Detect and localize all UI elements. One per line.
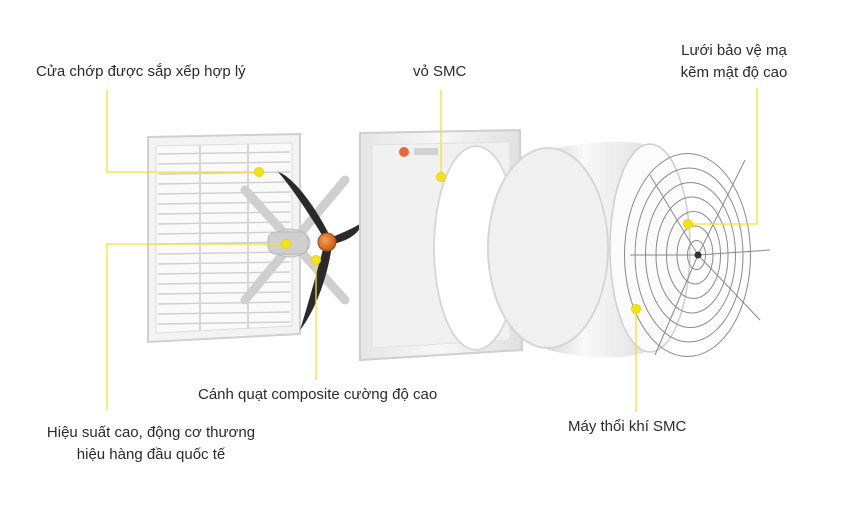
shell-label: vỏ SMC — [413, 63, 467, 80]
guard-ring — [624, 153, 751, 357]
callout-dots — [254, 167, 693, 314]
cone-label: Máy thổi khí SMC — [568, 418, 687, 435]
blade-label: Cánh quạt composite cường độ cao — [198, 386, 438, 403]
louver-slat — [157, 151, 291, 155]
louver-label: Cửa chớp được sắp xếp hợp lý — [36, 63, 246, 80]
cone-icon — [487, 141, 691, 358]
guard-label-line2: kẽm mật độ cao — [680, 64, 788, 81]
louver-slat — [157, 171, 291, 175]
guard-spoke — [697, 254, 761, 321]
louver-slat — [157, 311, 291, 315]
guard-spoke — [654, 254, 699, 356]
louver-slat — [157, 251, 291, 255]
louver-slat — [157, 191, 291, 195]
wire-guard-icon — [624, 153, 771, 357]
guard-spoke — [697, 159, 746, 256]
motor-label-line1: Hiệu suất cao, động cơ thương — [46, 424, 256, 441]
guard-spoke — [697, 249, 771, 256]
callout-lines — [106, 88, 758, 412]
motor-label: Hiệu suất cao, động cơ thương hiệu hàng … — [26, 422, 276, 466]
louver-slat — [157, 321, 291, 325]
louver-slat — [157, 261, 291, 265]
louver-slat — [157, 221, 291, 225]
louver-slat — [157, 201, 291, 205]
guard-label-line1: Lưới bảo vệ mạ — [681, 42, 787, 59]
louver-slat — [157, 291, 291, 295]
guard-label: Lưới bảo vệ mạ kẽm mật độ cao — [664, 40, 804, 84]
louver-slat — [157, 181, 291, 185]
louver-slat — [157, 301, 291, 305]
guard-spoke — [649, 174, 699, 256]
louver-slat — [157, 161, 291, 165]
louver-slat — [157, 231, 291, 235]
motor-label-line2: hiệu hàng đầu quốc tế — [76, 446, 226, 463]
louver-slat — [157, 281, 291, 285]
guard-hub — [694, 251, 702, 259]
